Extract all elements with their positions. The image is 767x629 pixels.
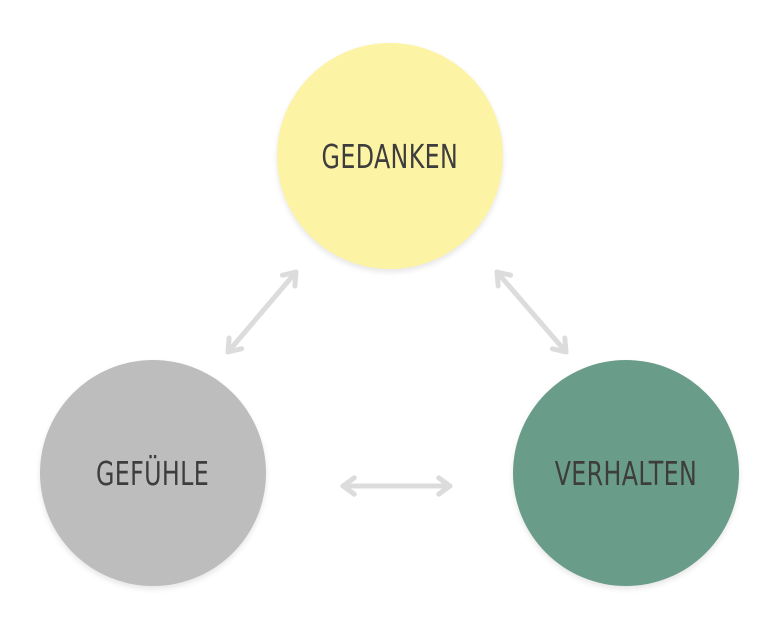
- node-verhalten: VERHALTEN: [513, 360, 739, 586]
- arrow-gedanken-verhalten: [494, 269, 569, 355]
- node-gedanken: GEDANKEN: [277, 43, 503, 269]
- node-verhalten-label: VERHALTEN: [554, 453, 698, 493]
- arrowhead-verhalten: [436, 475, 453, 497]
- node-gefuehle-label: GEFÜHLE: [96, 453, 210, 493]
- arrowhead-verhalten: [549, 335, 569, 355]
- arrowhead-gedanken: [279, 269, 299, 289]
- arrowhead-gedanken: [494, 269, 514, 289]
- node-gefuehle: GEFÜHLE: [40, 360, 266, 586]
- arrowhead-gefuehle: [225, 335, 245, 355]
- node-gedanken-label: GEDANKEN: [321, 136, 459, 176]
- arrowhead-gefuehle: [340, 475, 357, 497]
- arrow-gedanken-gefuehle: [225, 269, 299, 355]
